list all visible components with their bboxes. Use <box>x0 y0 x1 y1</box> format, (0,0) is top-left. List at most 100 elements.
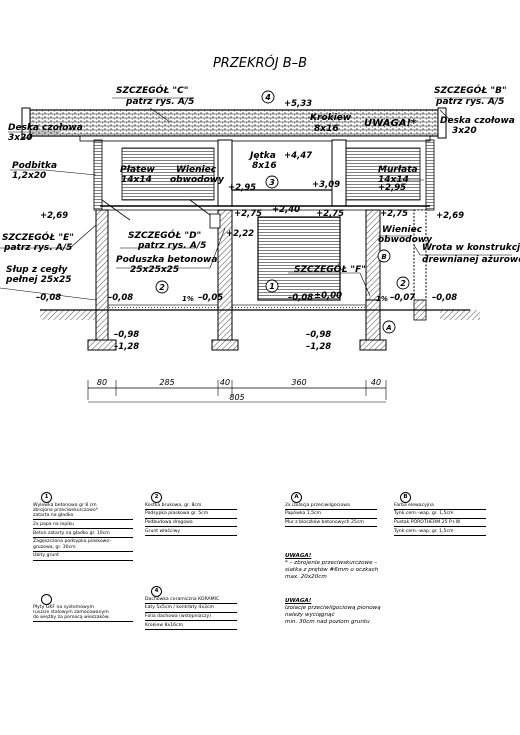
legend-row: Podbudowa drogowa <box>145 519 237 528</box>
elevation-533: +5,33 <box>284 99 312 109</box>
marker-2-left: 2 <box>159 283 165 292</box>
dim-360: 360 <box>291 378 306 387</box>
drawing-title: PRZEKRÓJ B–B <box>213 55 307 71</box>
label-slope-right: 1% <box>376 295 388 303</box>
legend-row: Tynk cem.–wap. gr. 1,5cm <box>394 527 486 537</box>
dim-40-a: 40 <box>220 378 230 387</box>
label-uwaga: UWAGA!* <box>364 118 417 129</box>
elevation-m008-c: –0,08 <box>288 293 313 303</box>
ground <box>40 299 480 351</box>
dim-80: 80 <box>97 378 107 387</box>
elevation-295-b: +2,95 <box>378 183 406 193</box>
legend-row: Pustak POROTHERM 25 P+W <box>394 519 486 528</box>
legend-row: Ubity grunt <box>33 552 133 561</box>
note-reinforcement: UWAGA! * – zbrojenie przeciwskurczowe – … <box>285 553 435 581</box>
label-slup: Słup z cegły <box>6 265 68 275</box>
label-poduszka-size: 25x25x25 <box>130 265 179 275</box>
label-wieniec-1-b: obwodowy <box>170 175 225 185</box>
legend-row: Folia dachowa (wstępniaczy) <box>145 613 237 622</box>
label-deska-left: Deska czołowa <box>8 123 83 133</box>
marker-3: 3 <box>269 178 275 187</box>
legend-row: 2x izolacja przeciwilgociowa <box>285 501 377 510</box>
marker-b: B <box>381 253 386 261</box>
label-wieniec-2-b: obwodowy <box>378 235 433 245</box>
elevation-447: +4,47 <box>284 151 312 161</box>
markers <box>155 90 410 334</box>
marker-1: 1 <box>269 282 275 291</box>
label-podbitka: Podbitka <box>12 161 57 171</box>
section-drawing: PRZEKRÓJ B–B <box>0 55 520 403</box>
label-slope-left: 1% <box>182 295 194 303</box>
marker-a: A <box>385 324 391 332</box>
dimension-line <box>87 380 387 403</box>
label-wrota: Wrota w konstrukcji <box>422 243 520 253</box>
elevation-m008-d: –0,08 <box>432 293 457 303</box>
label-krokiew: Krokiew <box>310 113 352 123</box>
label-szczegol-d-ref: patrz rys. A/5 <box>137 241 206 251</box>
leader-lines <box>0 97 512 301</box>
elevation-269-a: +2,69 <box>40 211 68 221</box>
label-wieniec-2: Wieniec <box>382 225 423 235</box>
legend-marker: 1 <box>41 492 52 503</box>
label-deska-right: Deska czołowa <box>440 116 515 126</box>
legend-row: Podsypka piaskowa gr. 5cm <box>145 510 237 519</box>
legend-row: Krokiew 8x16cm <box>145 621 237 631</box>
elevation-m098-b: –0,98 <box>306 330 331 340</box>
legend-row: Beton zatarty na gładko gr. 10cm <box>33 529 133 538</box>
label-murlata-size: 14x14 <box>378 175 409 185</box>
legend-row: Tynk cem.–wap. gr. 1,5cm <box>394 510 486 519</box>
elevation-m128-b: –1,28 <box>306 342 331 352</box>
elevation-000: ±0,00 <box>314 291 342 301</box>
label-krokiew-size: 8x16 <box>314 124 339 134</box>
label-szczegol-f: SZCZEGÓŁ "F" <box>294 263 366 275</box>
legend-row: Zagęszczona podsypka piaskowo– gruzowa, … <box>33 538 133 552</box>
label-szczegol-b-ref: patrz rys. A/5 <box>435 97 504 107</box>
label-podbitka-size: 1,2x20 <box>12 171 46 181</box>
label-platew-size: 14x14 <box>121 175 152 185</box>
legend-row: 2x papa na lepiku <box>33 520 133 530</box>
label-wieniec-1: Wieniec <box>176 165 217 175</box>
marker-2-right: 2 <box>400 279 406 288</box>
elevation-m128-a: –1,28 <box>114 342 139 352</box>
label-wrota-b: drewnianej ażurowej <box>422 255 520 265</box>
legend-marker: 2 <box>151 492 162 503</box>
dim-285: 285 <box>159 378 174 387</box>
elevation-275-a: +2,75 <box>234 209 262 219</box>
dim-40-b: 40 <box>371 378 381 387</box>
legend-row: Dachówka ceramiczna KORAMIC <box>145 595 237 604</box>
legend-row: Mur z bloczków betonowych 25cm <box>285 519 377 528</box>
legend-row: Farba elewacyjna <box>394 501 486 510</box>
label-szczegol-e-ref: patrz rys. A/5 <box>3 243 72 253</box>
label-szczegol-e: SZCZEGÓŁ "E" <box>2 231 74 243</box>
elevation-240: +2,40 <box>272 205 300 215</box>
elevation-m005: –0,05 <box>198 293 223 303</box>
legend-marker: B <box>400 492 411 503</box>
label-jetka: Jętka <box>248 151 276 161</box>
elevation-275-c: +2,75 <box>380 209 408 219</box>
elevation-m098-a: –0,98 <box>114 330 139 340</box>
walls <box>95 209 427 311</box>
note-insulation: UWAGA! Izolacje przeciwilgociową pionową… <box>285 598 435 626</box>
note-body: Izolacje przeciwilgociową pionową należy… <box>285 604 381 625</box>
label-jetka-size: 8x16 <box>252 161 277 171</box>
label-szczegol-b: SZCZEGÓŁ "B" <box>434 84 507 96</box>
label-deska-right-size: 3x20 <box>452 126 477 136</box>
note-heading: UWAGA! <box>285 553 312 559</box>
label-platew: Płatew <box>120 165 155 175</box>
dim-total: 805 <box>229 393 244 402</box>
label-deska-left-size: 3x20 <box>8 133 33 143</box>
legend-row: Płyty GKF na systemowym ruszcie stalowym… <box>33 603 133 623</box>
note-body: * – zbrojenie przeciwskurczowe – siatka … <box>285 559 379 580</box>
elevation-309: +3,09 <box>312 180 340 190</box>
elevation-m008-b: –0,08 <box>108 293 133 303</box>
legend-marker: 4 <box>151 586 162 597</box>
legend-marker: A <box>291 492 302 503</box>
label-szczegol-c: SZCZEGÓŁ "C" <box>116 84 188 96</box>
legend-row: Grunt właściwy <box>145 527 237 537</box>
elevation-295-a: +2,95 <box>228 183 256 193</box>
elevation-m008-a: –0,08 <box>36 293 61 303</box>
note-heading: UWAGA! <box>285 598 312 604</box>
label-poduszka: Poduszka betonowa <box>116 255 217 265</box>
legend-row: Kostka brukowa, gr. 8cm <box>145 501 237 510</box>
label-szczegol-d: SZCZEGÓŁ "D" <box>128 229 201 241</box>
